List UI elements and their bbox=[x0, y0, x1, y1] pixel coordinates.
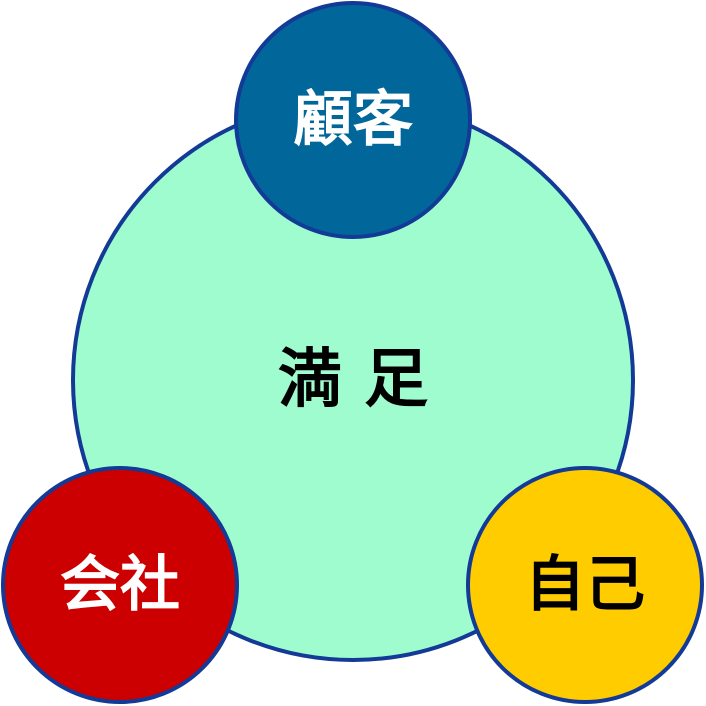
center-label: 満 足 bbox=[278, 343, 428, 417]
company-label: 会社 bbox=[60, 550, 180, 620]
self-circle bbox=[466, 466, 704, 704]
company-circle bbox=[1, 466, 239, 704]
self-label: 自己 bbox=[525, 550, 645, 620]
customer-circle bbox=[234, 1, 472, 239]
customer-label: 顧客 bbox=[293, 85, 413, 155]
